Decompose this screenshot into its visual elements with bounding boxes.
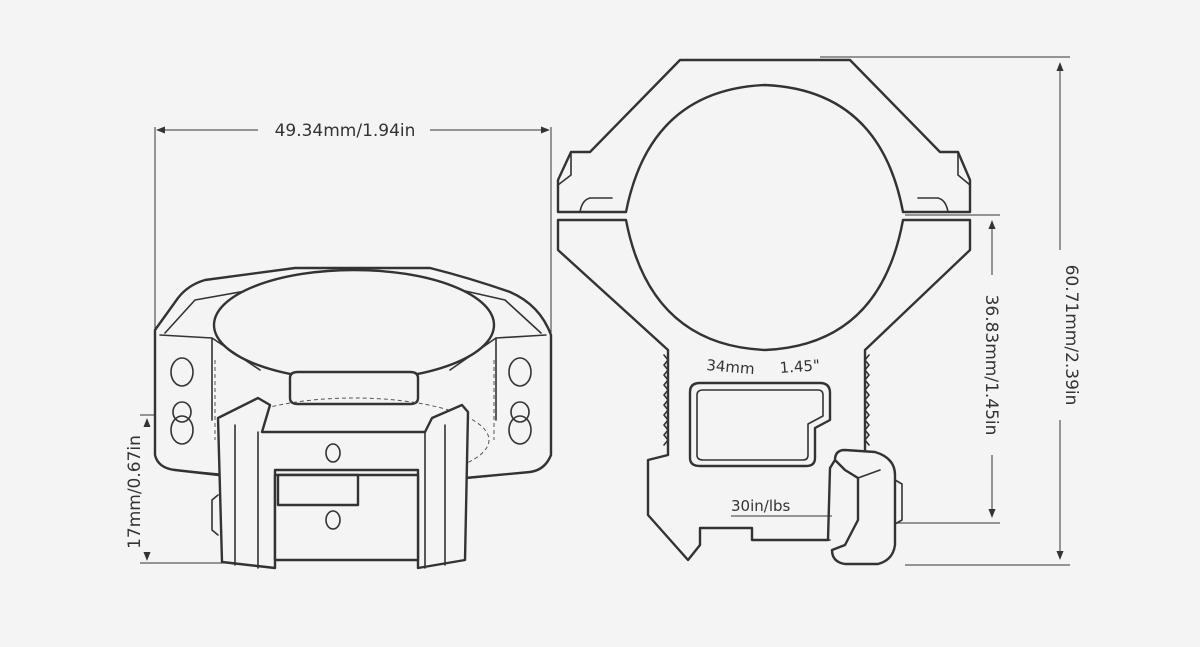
total-height-dimension: 60.71mm/2.39in bbox=[820, 56, 1081, 566]
ring-bore bbox=[212, 268, 496, 382]
torque-label: 30in/lbs bbox=[731, 497, 791, 515]
base-height-label: 17mm/0.67in bbox=[125, 435, 145, 549]
recoil-lug bbox=[276, 473, 360, 507]
screw-hole-icon bbox=[508, 415, 532, 445]
total-height-label: 60.71mm/2.39in bbox=[1061, 265, 1081, 406]
width-label: 49.34mm/1.94in bbox=[275, 121, 416, 141]
ring-diameter-mm: 34mm bbox=[706, 356, 756, 378]
recoil-slot bbox=[288, 370, 420, 406]
base-window bbox=[688, 381, 832, 468]
screw-hole-icon bbox=[508, 357, 532, 387]
isometric-view: 49.34mm/1.94in 17mm/0.67in bbox=[125, 121, 553, 570]
serration-right bbox=[864, 354, 870, 446]
center-height-label: 36.83mm/1.45in bbox=[981, 295, 1001, 436]
screw-hole-icon bbox=[170, 415, 194, 445]
center-height-dimension: 36.83mm/1.45in bbox=[895, 214, 1001, 524]
width-dimension: 49.34mm/1.94in bbox=[154, 121, 552, 335]
ring-diameter-in: 1.45" bbox=[779, 356, 820, 377]
ring-top-cap bbox=[556, 58, 972, 214]
serration-left bbox=[663, 354, 669, 446]
throw-lever[interactable] bbox=[830, 448, 897, 566]
screw-hole-icon bbox=[170, 357, 194, 387]
front-view: 60.71mm/2.39in 36.83mm/1.45in bbox=[556, 56, 1081, 566]
